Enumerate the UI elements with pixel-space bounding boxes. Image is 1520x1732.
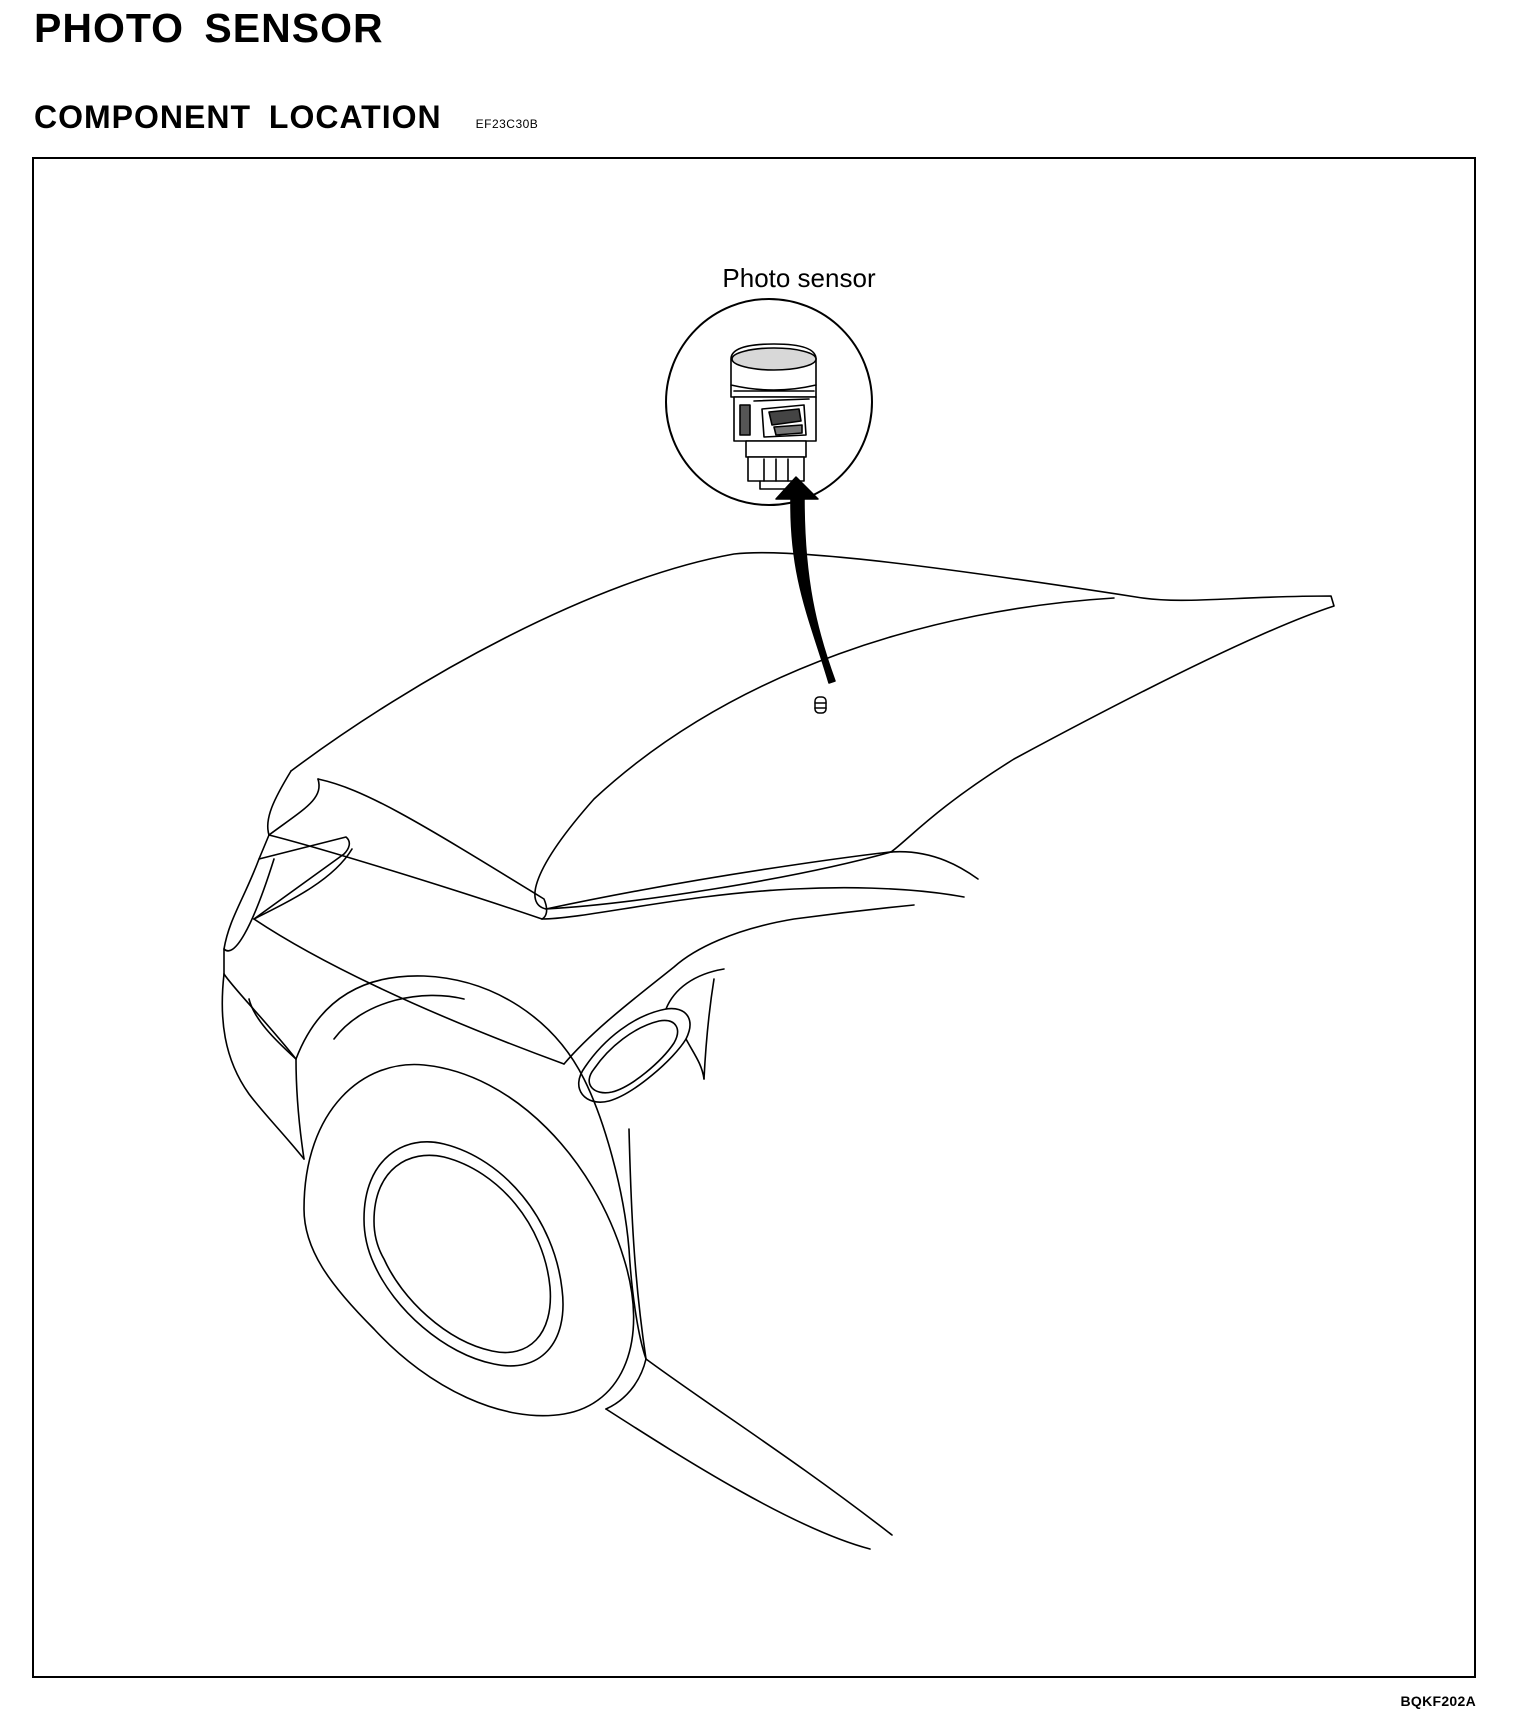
figure-frame: Photo sensor bbox=[32, 157, 1476, 1678]
page-title: PHOTO SENSOR bbox=[34, 5, 384, 51]
car-illustration bbox=[221, 298, 1335, 1550]
photo-sensor-label: Photo sensor bbox=[722, 263, 876, 293]
side-marker-lamp bbox=[578, 1007, 691, 1103]
callout-circle bbox=[665, 298, 873, 506]
figure-code: BQKF202A bbox=[1400, 1693, 1476, 1709]
section-title: COMPONENT LOCATION bbox=[34, 99, 442, 135]
section-code: EF23C30B bbox=[475, 117, 539, 131]
sensor-location-marker bbox=[814, 696, 827, 714]
photo-sensor-icon bbox=[730, 343, 817, 490]
location-arrow bbox=[775, 476, 836, 684]
section-header: COMPONENT LOCATION EF23C30B bbox=[34, 101, 538, 133]
front-wheel bbox=[295, 1058, 647, 1417]
wheel-arch bbox=[295, 975, 647, 1360]
photo-sensor-callout bbox=[665, 298, 873, 506]
windshield-outline bbox=[290, 551, 1335, 910]
hood-outline bbox=[317, 778, 548, 920]
